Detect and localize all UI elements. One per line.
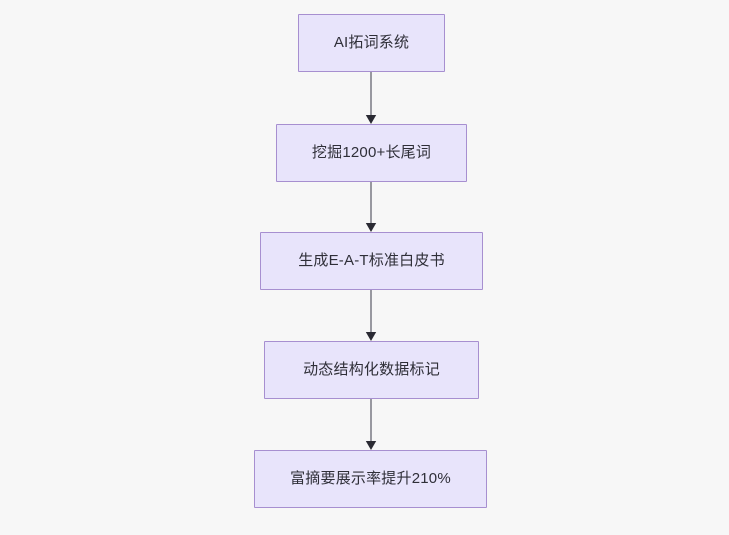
- edge-n2-n3: [361, 182, 381, 232]
- node-label: 挖掘1200+长尾词: [311, 144, 432, 161]
- flowchart-node-rich-snippet-rate-increase[interactable]: 富摘要展示率提升210%: [254, 450, 487, 508]
- edge-n3-n4: [361, 290, 381, 341]
- flowchart-node-ai-keyword-system[interactable]: AI拓词系统: [298, 14, 445, 72]
- node-label: 动态结构化数据标记: [303, 361, 440, 378]
- flowchart-node-dynamic-structured-data-markup[interactable]: 动态结构化数据标记: [264, 341, 479, 399]
- node-label: 富摘要展示率提升210%: [290, 470, 451, 487]
- edge-n4-n5: [361, 399, 381, 450]
- edge-n1-n2: [361, 72, 381, 124]
- flowchart-node-mine-longtail-keywords[interactable]: 挖掘1200+长尾词: [276, 124, 467, 182]
- node-label: 生成E-A-T标准白皮书: [298, 252, 445, 269]
- flowchart-node-generate-eat-whitepaper[interactable]: 生成E-A-T标准白皮书: [260, 232, 483, 290]
- node-label: AI拓词系统: [333, 34, 410, 51]
